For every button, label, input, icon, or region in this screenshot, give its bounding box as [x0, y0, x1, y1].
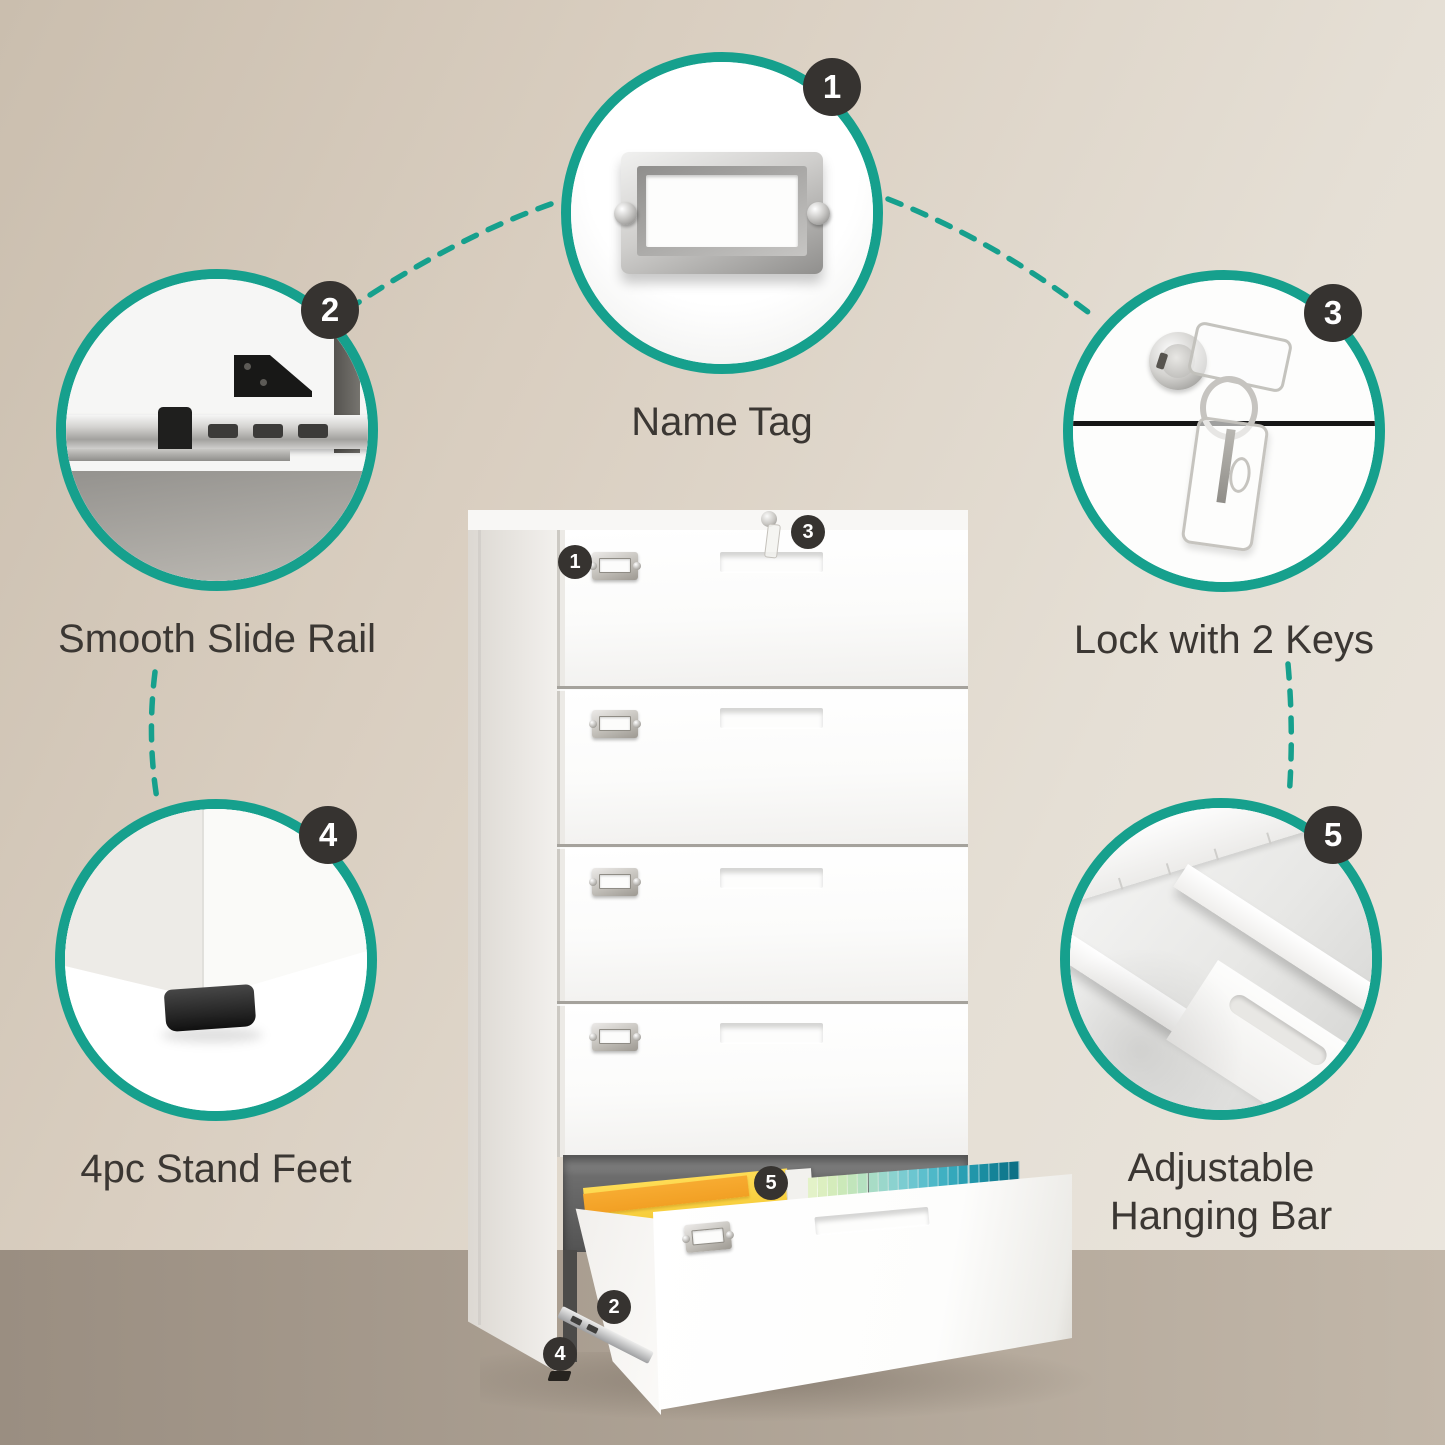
metal-label-frame	[614, 152, 830, 274]
foot-reflection	[161, 1027, 263, 1043]
corner-edge-line	[202, 809, 205, 1000]
rail-clip	[158, 407, 192, 457]
screw-icon	[589, 720, 597, 728]
drawer-label-window	[599, 558, 631, 573]
drawer-label-holder	[589, 1023, 641, 1051]
screw-icon	[725, 1230, 735, 1240]
rail-slot	[570, 1315, 583, 1326]
screw-icon	[589, 1033, 597, 1041]
drawer-4	[565, 1005, 968, 1155]
connector-circle1-to-circle2	[347, 201, 554, 311]
screw-icon	[589, 562, 597, 570]
cabinet-side-seam	[478, 530, 481, 1325]
cabinet-callout-4: 4	[543, 1337, 577, 1371]
feature-number-badge: 3	[1304, 284, 1362, 342]
drawer-handle-cutout	[720, 552, 823, 572]
feature-label: Lock with 2 Keys	[1073, 618, 1375, 662]
drawer-label-holder	[589, 552, 641, 580]
feature-circle	[1063, 270, 1385, 592]
cabinet-side-face	[65, 809, 204, 1000]
screw-icon	[614, 202, 637, 225]
rail-slot	[586, 1323, 599, 1334]
drawer-2	[565, 690, 968, 844]
slide-rail-bar	[66, 415, 368, 449]
mounting-bracket	[234, 355, 312, 397]
drawer-handle-cutout	[814, 1206, 930, 1236]
cabinet-callout-2: 2	[597, 1290, 631, 1324]
feature-number-badge: 5	[1304, 806, 1362, 864]
feature-label: Name Tag	[631, 400, 813, 444]
screw-icon	[681, 1234, 691, 1244]
screw-icon	[633, 878, 641, 886]
drawer-divider	[557, 1001, 968, 1004]
rail-slot	[253, 424, 283, 438]
connector-label3-to-circle5	[1285, 661, 1295, 801]
cabinet-top-surface	[468, 510, 968, 532]
cabinet-drawer-gap	[563, 1250, 577, 1362]
slide-rail-lower-bar	[66, 449, 290, 461]
rail-slot	[298, 424, 328, 438]
rail-slot	[208, 424, 238, 438]
feature-label: 4pc Stand Feet	[80, 1147, 352, 1191]
feature-number-badge: 2	[301, 281, 359, 339]
drawer-3	[565, 848, 968, 1001]
cabinet-callout-3: 3	[791, 515, 825, 549]
screw-icon	[589, 878, 597, 886]
screw-icon	[633, 1033, 641, 1041]
drawer-label-window	[599, 1029, 631, 1044]
cabinet-front-edge	[557, 530, 560, 1157]
photo-shadow	[1070, 950, 1250, 1110]
connector-label2-to-circle4	[148, 669, 160, 802]
drawer-handle-cutout	[720, 1023, 823, 1043]
hanging-bar-photo	[1070, 808, 1372, 1110]
screw-icon	[807, 202, 830, 225]
drawer-label-holder	[681, 1220, 735, 1254]
drawer-handle-cutout	[720, 708, 823, 728]
drawer-label-holder	[589, 710, 641, 738]
cabinet-callout-1: 1	[558, 545, 592, 579]
feature-label: Adjustable Hanging Bar	[1109, 1146, 1333, 1238]
screw-icon	[633, 720, 641, 728]
feature-number-badge: 4	[299, 806, 357, 864]
drawer-label-window	[599, 874, 631, 889]
drawer-divider	[557, 686, 968, 689]
photo-floor	[66, 471, 368, 581]
lock-cylinder	[761, 511, 777, 527]
cabinet-callout-5: 5	[754, 1166, 788, 1200]
plastic-foot	[163, 983, 257, 1033]
hanging-key	[1180, 415, 1270, 553]
cabinet-side-panel	[468, 530, 557, 1372]
drawer-handle-cutout	[720, 868, 823, 888]
cabinet-foot	[547, 1371, 572, 1381]
screw-icon	[633, 562, 641, 570]
drawer-label-holder	[589, 868, 641, 896]
label-frame-window	[646, 175, 798, 247]
connector-circle1-to-circle3	[885, 196, 1100, 322]
drawer-label-window	[691, 1227, 725, 1246]
drawer-label-window	[599, 716, 631, 731]
drawer-divider	[557, 844, 968, 847]
slide-rail-photo	[66, 279, 368, 581]
feature-number-badge: 1	[803, 58, 861, 116]
feature-label: Smooth Slide Rail	[58, 617, 376, 661]
